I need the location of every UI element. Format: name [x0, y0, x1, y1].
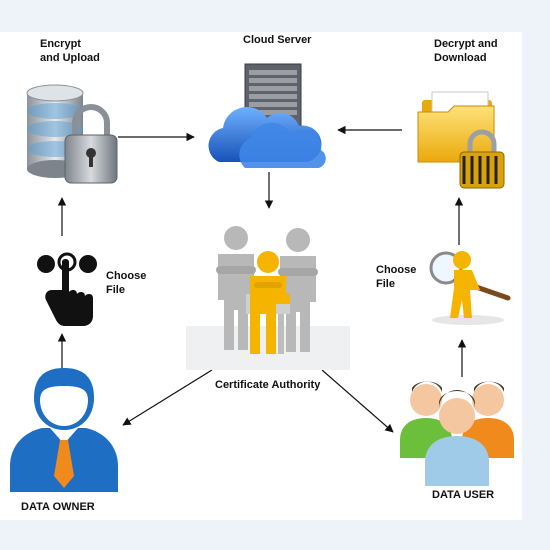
magnifier-person-icon: [429, 251, 511, 325]
meeting-people-icon: [186, 226, 350, 370]
background-band-right: [522, 0, 550, 550]
cloud-server-icon: [208, 63, 326, 168]
touch-hand-icon: [37, 252, 97, 326]
arrow-certificate-authority-to-data-owner: [122, 369, 213, 426]
data-user-label: DATA USER: [432, 489, 495, 501]
user-group-icon: [400, 381, 514, 486]
database-lock-icon: [26, 84, 118, 184]
decrypt-download-label: Decrypt and Download: [434, 38, 498, 64]
data-owner-label: DATA OWNER: [21, 501, 95, 513]
folder-lock-icon: [417, 91, 505, 189]
choose-file-user-label: Choose File: [376, 264, 417, 290]
arrow-certificate-authority-to-data-user: [321, 369, 394, 433]
cloud-server-label: Cloud Server: [243, 34, 312, 46]
certificate-authority-label: Certificate Authority: [215, 379, 321, 391]
background-band-top: [0, 0, 550, 32]
background-band-bottom: [0, 520, 550, 550]
choose-file-owner-label: Choose File: [106, 270, 147, 296]
businessman-icon: [10, 368, 118, 492]
encrypt-upload-label: Encrypt and Upload: [40, 38, 100, 64]
